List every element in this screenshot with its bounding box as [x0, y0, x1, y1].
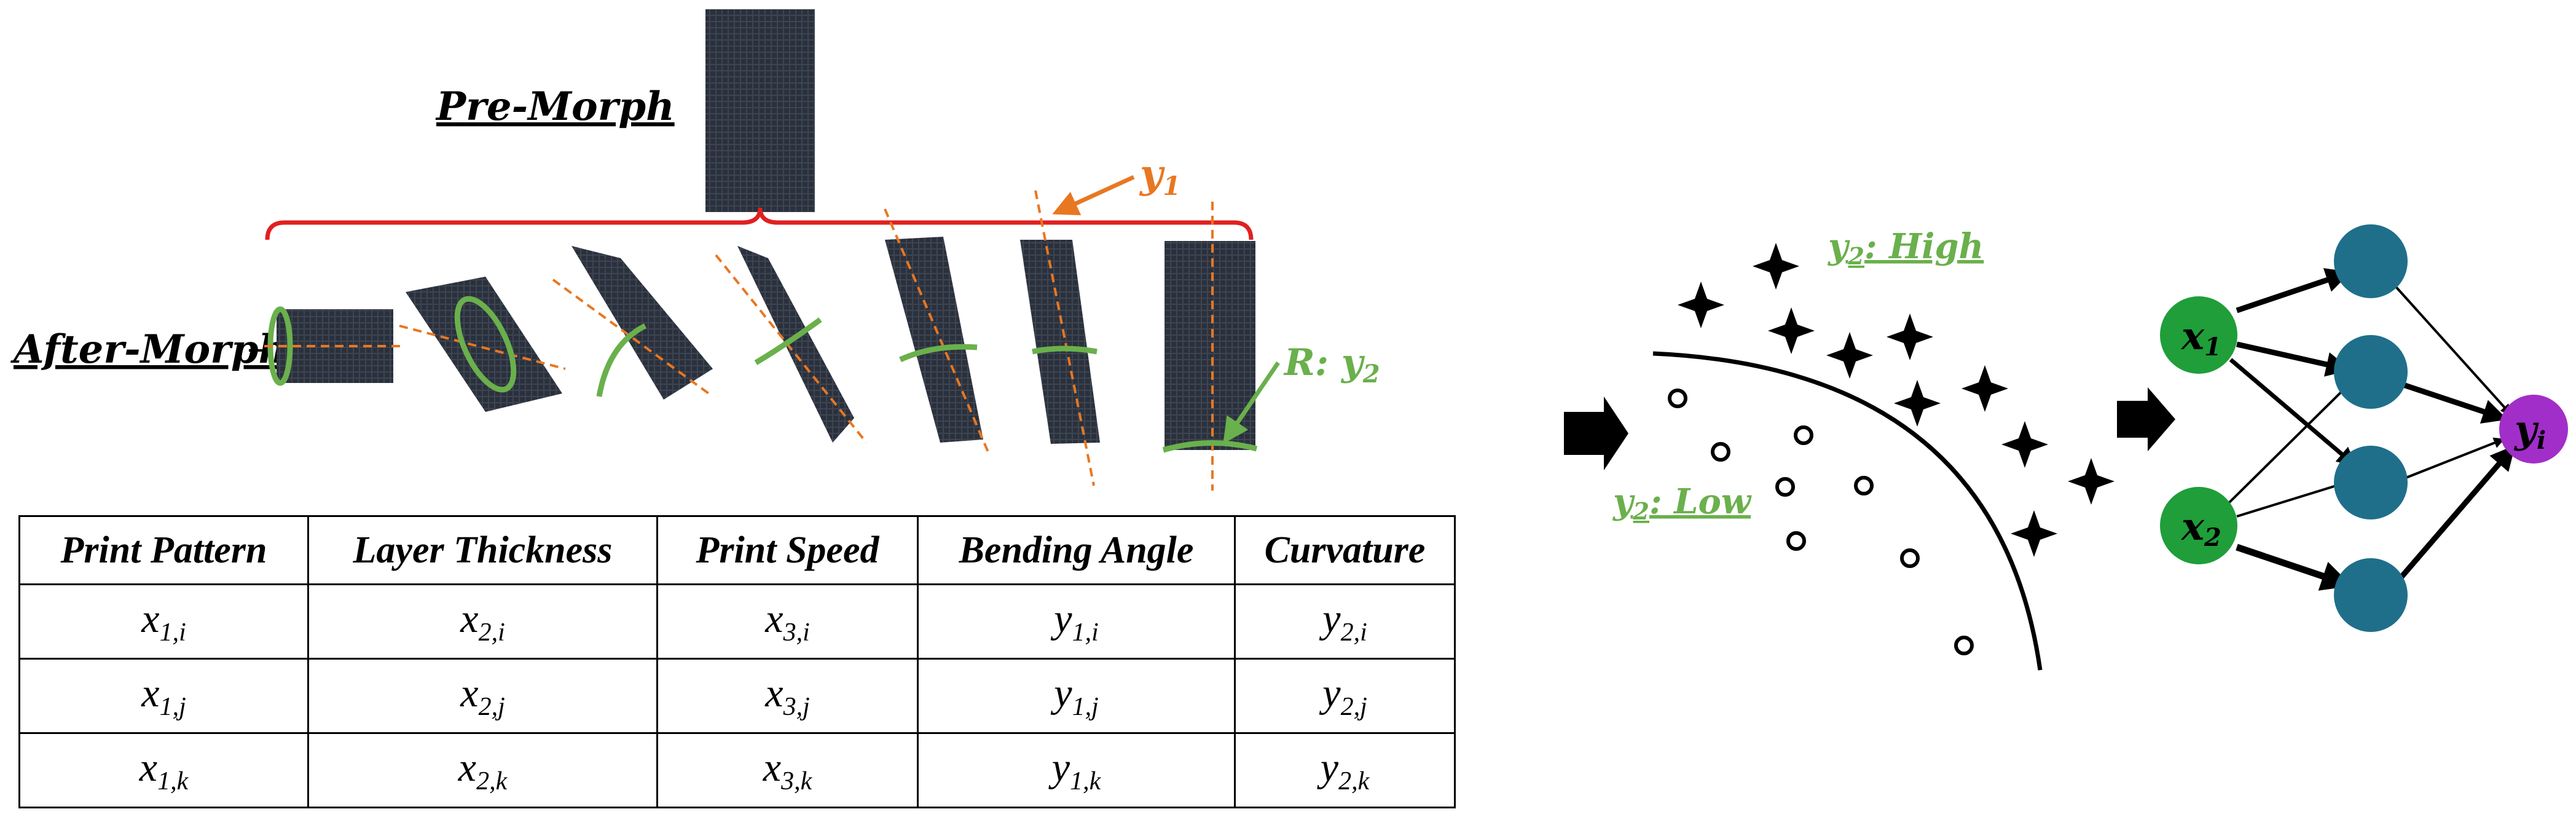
decision-boundary: [1652, 351, 2043, 671]
low-class-label: y2: Low: [1612, 481, 1752, 525]
hidden-node-4: [2334, 558, 2408, 632]
star-point: [2068, 458, 2115, 505]
table-row: x1,j x2,j x3,j y1,j y2,j: [18, 658, 1456, 734]
pre-morph-sample: [705, 9, 815, 212]
output-node: [2499, 395, 2568, 464]
star-point: [1887, 314, 1933, 360]
after-morph-sample-1: [264, 306, 406, 386]
circle-point: [1900, 548, 1920, 568]
star-point: [2011, 510, 2057, 557]
hidden-node-3: [2334, 446, 2408, 519]
table-cell: y2,j: [1234, 658, 1456, 734]
edge: [2393, 444, 2516, 586]
star-point: [1753, 243, 1799, 290]
circle-point: [1954, 636, 1974, 655]
hidden-node-2: [2334, 335, 2408, 409]
r-label: R: y2: [1283, 341, 1380, 389]
table-cell: x2,i: [307, 583, 658, 660]
r-pointer-arrow: [1223, 361, 1280, 444]
table-cell: x3,k: [656, 732, 919, 808]
header-print-pattern: Print Pattern: [18, 515, 309, 585]
output-node-label: yi: [2513, 407, 2546, 455]
flow-arrow-2: [2117, 387, 2175, 451]
edge: [2236, 543, 2352, 591]
y1-pointer-arrow: [1052, 175, 1135, 216]
high-class-label: y2: High: [1827, 226, 1984, 270]
circle-point: [1794, 425, 1813, 445]
table-header-row: Print Pattern Layer Thickness Print Spee…: [18, 515, 1456, 585]
table-cell: x2,j: [307, 658, 658, 734]
table-cell: x1,j: [18, 658, 309, 734]
edge: [2236, 341, 2351, 377]
table-cell: y1,k: [917, 732, 1236, 808]
star-point: [1826, 332, 1873, 379]
star-point: [2001, 421, 2048, 468]
after-morph-sample-7: [1162, 202, 1258, 491]
table-cell: x2,k: [307, 732, 658, 808]
after-morph-sample-5: [884, 208, 991, 456]
star-point: [1961, 365, 2008, 412]
red-brace: [265, 207, 1254, 240]
header-curvature: Curvature: [1234, 515, 1456, 585]
edge: [2400, 381, 2508, 424]
edge: [2401, 437, 2505, 481]
parameter-table: Print Pattern Layer Thickness Print Spee…: [18, 515, 1456, 808]
low-class-points: [1668, 389, 1974, 655]
hidden-node-1: [2334, 224, 2408, 298]
table-row: x1,k x2,k x3,k y1,k y2,k: [18, 732, 1456, 808]
table-cell: y1,j: [917, 658, 1236, 734]
table-row: x1,i x2,i x3,i y1,i y2,i: [18, 583, 1456, 660]
after-morph-label: After-Morph: [10, 326, 287, 373]
input-node-1: [2160, 296, 2237, 374]
edge: [2236, 268, 2351, 314]
after-morph-sample-2: [399, 277, 566, 412]
after-morph-sample-6: [1020, 190, 1100, 486]
y1-label: y1: [1139, 151, 1180, 201]
high-class-points: [1678, 243, 2115, 557]
table-cell: y2,i: [1234, 583, 1456, 660]
header-bending-angle: Bending Angle: [917, 515, 1236, 585]
star-point: [1894, 380, 1941, 427]
header-layer-thickness: Layer Thickness: [307, 515, 658, 585]
table-cell: y1,i: [917, 583, 1236, 660]
flow-arrow-1: [1564, 397, 1628, 470]
table-cell: x1,i: [18, 583, 309, 660]
circle-point: [1786, 531, 1806, 551]
circle-point: [1711, 442, 1730, 462]
table-cell: x1,k: [18, 732, 309, 808]
edge: [2391, 282, 2512, 416]
star-point: [1678, 282, 1724, 328]
edge: [2229, 358, 2357, 467]
edge: [2223, 373, 2360, 508]
circle-point: [1854, 476, 1874, 495]
circle-point: [1668, 389, 1687, 408]
input-node-2: [2160, 487, 2237, 564]
input-node-2-label: x2: [2180, 504, 2221, 552]
table-cell: x3,j: [656, 658, 919, 734]
circle-point: [1775, 477, 1795, 497]
table-cell: x3,i: [656, 583, 919, 660]
after-morph-sample-3: [552, 246, 714, 400]
after-morph-sample-4: [715, 246, 868, 444]
input-node-1-label: x1: [2180, 314, 2221, 361]
edge: [2236, 480, 2349, 518]
header-print-speed: Print Speed: [656, 515, 919, 585]
table-cell: y2,k: [1234, 732, 1456, 808]
pre-morph-label: Pre-Morph: [435, 84, 675, 130]
star-point: [1768, 307, 1815, 354]
network-edges: [2223, 268, 2516, 591]
